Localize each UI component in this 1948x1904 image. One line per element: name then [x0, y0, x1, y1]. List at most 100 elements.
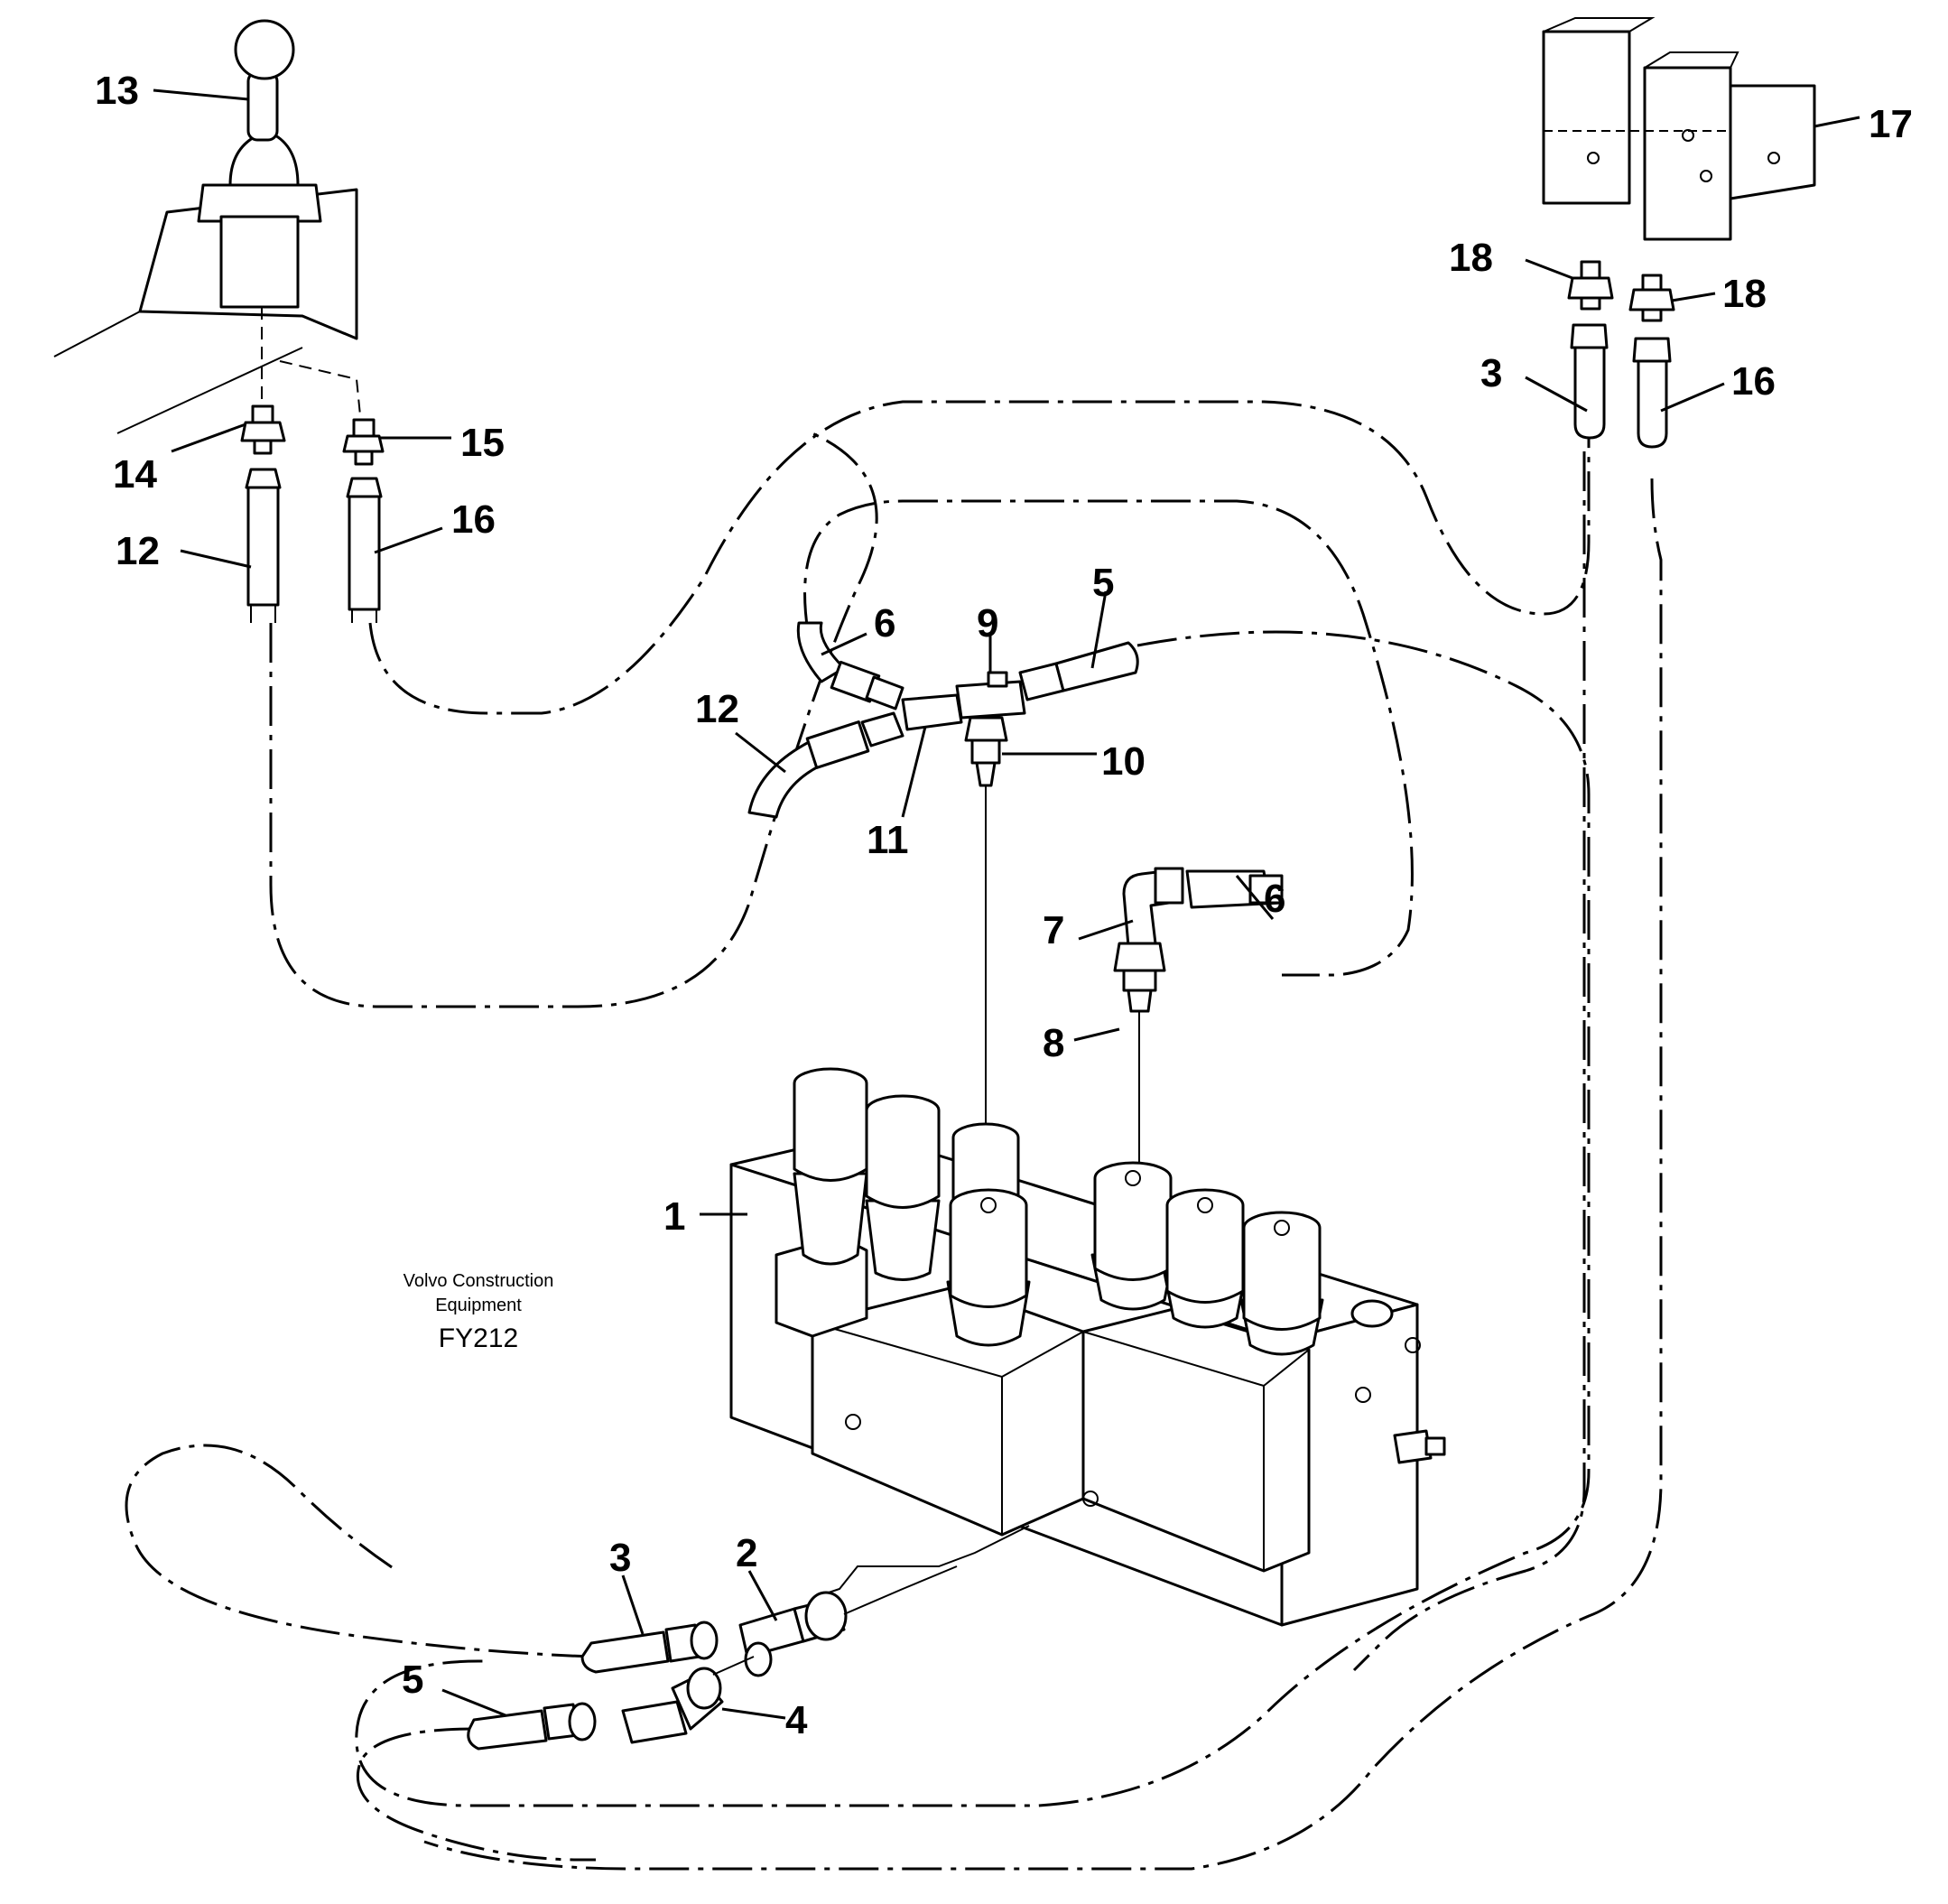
- hose-routes: [125, 400, 1663, 1871]
- fitting-14: [240, 404, 286, 455]
- callout-12a: 12: [116, 529, 160, 573]
- fitting-4: [621, 1641, 773, 1744]
- joystick-shaft: [246, 70, 279, 142]
- coil-4: [946, 1188, 1031, 1347]
- sensor-10: [964, 716, 1008, 742]
- box-left: [1542, 30, 1631, 205]
- hose-16-top-right: [1632, 337, 1672, 449]
- leader-11: [901, 726, 927, 818]
- leader-12a: [180, 549, 252, 569]
- joystick-support-line-2: [116, 347, 303, 434]
- hose-3-bottom: [580, 1621, 719, 1674]
- hose-route-right-3: [1352, 451, 1586, 1672]
- joystick-hose-dash-b: [279, 360, 362, 425]
- hose-route-right-drop: [355, 630, 1591, 1807]
- joystick-boot: [228, 134, 300, 187]
- coil-1: [793, 1067, 868, 1266]
- leader-lines: [153, 88, 1860, 1720]
- leader-3a: [1525, 376, 1588, 413]
- callout-5a: 5: [1092, 561, 1114, 605]
- hose-route-right-16: [423, 478, 1663, 1871]
- callout-12b: 12: [695, 687, 739, 731]
- callout-18a: 18: [1449, 236, 1493, 280]
- leader-16b: [1660, 382, 1725, 413]
- callout-6b: 6: [1264, 877, 1285, 921]
- caption-code: FY212: [439, 1324, 518, 1353]
- callout-labels: 13 14 15 12 16 17 18 18 3 16 6 9 5 12 10…: [95, 69, 1913, 1742]
- caption-line-2: Equipment: [435, 1296, 522, 1315]
- coil-5: [1090, 1161, 1175, 1311]
- callout-16a: 16: [451, 497, 496, 542]
- callout-3a: 3: [1480, 351, 1502, 395]
- leader-12b: [735, 731, 786, 774]
- leader-5b: [441, 1688, 506, 1717]
- side-plug: [1393, 1429, 1433, 1464]
- callout-7: 7: [1043, 908, 1064, 952]
- caption-line-1: Volvo Construction: [404, 1271, 554, 1291]
- elbow-assembly: [1113, 867, 1284, 1174]
- leader-7: [1078, 919, 1134, 941]
- callout-8: 8: [1043, 1021, 1064, 1065]
- callout-1: 1: [663, 1194, 685, 1239]
- callout-14: 14: [113, 452, 157, 497]
- coil-7: [1239, 1211, 1324, 1356]
- hose-route-left-to-top: [368, 400, 1591, 715]
- callout-15: 15: [460, 421, 505, 465]
- leader-17: [1813, 116, 1860, 128]
- hose-route-bottom-lower: [356, 1727, 596, 1862]
- hose-3-top-right: [1570, 323, 1609, 440]
- hose-route-bottom-left: [125, 1444, 592, 1658]
- box-right: [1643, 66, 1732, 241]
- joystick-assembly: [53, 19, 362, 434]
- callout-18b: 18: [1722, 272, 1767, 316]
- leader-6a: [821, 632, 867, 656]
- callout-3b: 3: [609, 1536, 631, 1580]
- leader-2: [747, 1570, 778, 1621]
- leader-8: [1073, 1027, 1120, 1042]
- callout-2: 2: [736, 1531, 757, 1575]
- tee-assembly: [747, 621, 1139, 1192]
- joystick-body: [219, 215, 300, 309]
- hose-route-inner-loop: [803, 499, 1414, 977]
- joystick-knob: [234, 19, 295, 80]
- joystick-support-line-1: [53, 311, 141, 358]
- valve-block-1: [729, 1067, 1446, 1627]
- hose-5-upper: [1054, 641, 1139, 692]
- fitting-18-right: [1628, 274, 1675, 322]
- leader-3b: [621, 1574, 645, 1635]
- leader-14: [171, 423, 246, 453]
- valve-cap: [1350, 1299, 1394, 1328]
- hose-5-bottom: [467, 1702, 597, 1751]
- caption-block: Volvo Construction Equipment FY212: [404, 1271, 554, 1353]
- leader-6b: [1235, 875, 1275, 920]
- callout-5b: 5: [402, 1658, 423, 1702]
- callout-10: 10: [1101, 739, 1146, 784]
- hose-12-left: [245, 468, 282, 623]
- leader-4: [721, 1707, 786, 1720]
- leader-18a: [1525, 258, 1573, 280]
- callout-17: 17: [1869, 102, 1913, 146]
- bottom-fittings: [467, 1565, 958, 1751]
- sensor-box-17: [1542, 17, 1816, 241]
- leader-5a: [1090, 590, 1108, 669]
- tee-11: [901, 693, 963, 731]
- box-bracket: [1729, 84, 1816, 200]
- leader-18b: [1671, 292, 1716, 302]
- leader-16a: [374, 526, 443, 554]
- callout-9: 9: [977, 601, 998, 646]
- leader-13: [153, 88, 249, 101]
- coil-6: [1163, 1188, 1248, 1329]
- coil-2: [865, 1094, 941, 1281]
- hose-route-outer-top: [269, 432, 878, 1008]
- fitting-18-left: [1567, 260, 1614, 311]
- callout-4: 4: [785, 1698, 808, 1742]
- callout-16b: 16: [1731, 359, 1776, 404]
- callout-11: 11: [867, 818, 909, 862]
- hose-6-upper: [796, 621, 846, 683]
- fitting-8: [1113, 942, 1166, 972]
- hose-16-left: [346, 477, 383, 623]
- callout-6a: 6: [874, 601, 895, 646]
- fitting-15: [342, 418, 385, 466]
- callout-13: 13: [95, 69, 139, 113]
